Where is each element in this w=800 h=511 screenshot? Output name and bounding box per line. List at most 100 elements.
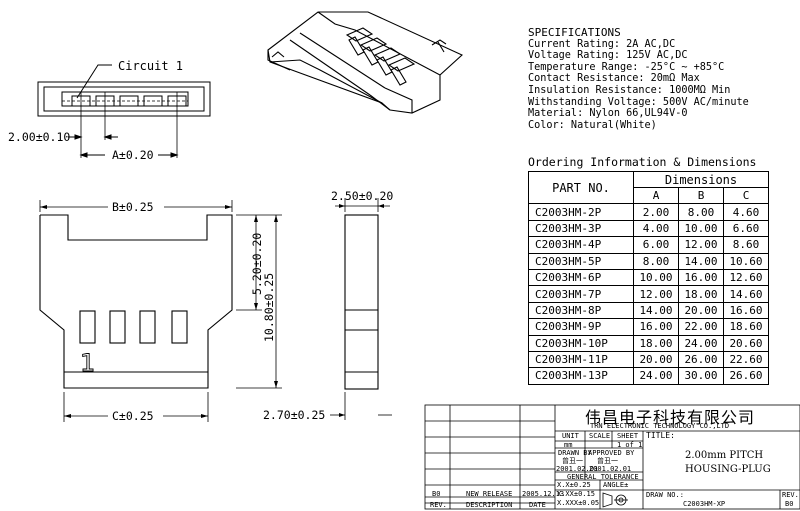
pin-one-marker: 1	[80, 349, 95, 377]
part-no-header: PART NO.	[528, 170, 634, 205]
part-number-cell: C2003HM-3P	[528, 219, 634, 238]
specifications-block: SPECIFICATIONS Current Rating: 2A AC,DC …	[528, 27, 749, 131]
col-c-header: C	[723, 186, 769, 205]
part-number-cell: C2003HM-6P	[528, 268, 634, 287]
rev-label: REV.	[782, 491, 799, 499]
part-number-cell: C2003HM-9P	[528, 318, 634, 336]
spec-line: Insulation Resistance: 1000MΩ Min	[528, 84, 731, 96]
rev-header-rev: REV.	[430, 501, 447, 509]
part-number-cell: C2003HM-5P	[528, 252, 634, 270]
dimension-cell: 14.60	[723, 285, 769, 303]
dim-pitch-label: 2.00±0.10	[8, 130, 70, 144]
dimension-cell: 22.00	[678, 318, 724, 336]
spec-line: Material: Nylon 66,UL94V-0	[528, 108, 688, 120]
dimension-cell: 8.00	[678, 203, 724, 221]
title-label: TITLE:	[646, 431, 675, 440]
dimension-cell: 20.00	[678, 301, 724, 320]
dim-5-20-label: 5.20±0.20	[250, 233, 264, 295]
drawn-by-name: 曾丑一	[562, 457, 583, 465]
dimension-cell: 18.00	[678, 285, 724, 303]
tolerance-label: GENERAL TOLERANCE	[567, 473, 639, 481]
dimension-cell: 18.00	[633, 334, 679, 352]
part-number-cell: C2003HM-4P	[528, 236, 634, 254]
part-number-cell: C2003HM-8P	[528, 301, 634, 320]
side-view	[330, 198, 392, 420]
draw-no-value: C2003HM-XP	[683, 500, 726, 508]
dimensions-header: Dimensions	[633, 171, 769, 188]
unit-label: UNIT	[562, 432, 579, 440]
tolerance-x: X.X±0.25	[557, 481, 591, 489]
spec-line: Contact Resistance: 20mΩ Max	[528, 73, 700, 85]
part-number-cell: C2003HM-11P	[528, 350, 634, 369]
spec-line: Withstanding Voltage: 500V AC/minute	[528, 96, 749, 108]
circuit-label: Circuit 1	[118, 59, 183, 73]
dim-a-label: A±0.20	[112, 148, 154, 162]
ordering-title: Ordering Information & Dimensions	[528, 155, 757, 169]
dimension-cell: 16.60	[723, 301, 769, 320]
part-number-cell: C2003HM-2P	[528, 203, 634, 221]
drawn-by-label: DRAWN BY	[558, 449, 592, 457]
isometric-view	[267, 11, 463, 114]
scale-label: SCALE	[589, 432, 611, 440]
dim-2-70-label: 2.70±0.25	[263, 408, 325, 422]
dim-b-label: B±0.25	[112, 200, 154, 214]
dimension-cell: 6.00	[633, 236, 679, 254]
drawing-title-line1: 2.00mm PITCH	[685, 450, 764, 461]
tolerance-xxx: X.XXX±0.05	[557, 499, 600, 507]
dimension-cell: 16.00	[678, 268, 724, 287]
unit-value: mm	[564, 441, 573, 449]
dimension-cell: 4.60	[723, 203, 769, 221]
dimension-cell: 8.60	[723, 236, 769, 254]
spec-line: Voltage Rating: 125V AC,DC	[528, 50, 688, 62]
dimension-cell: 4.00	[633, 219, 679, 238]
dimension-cell: 14.00	[633, 301, 679, 320]
approved-by-label: APPROVED BY	[588, 449, 635, 457]
dimension-cell: 24.00	[678, 334, 724, 352]
spec-line: Color: Natural(White)	[528, 119, 657, 131]
dimension-cell: 12.00	[633, 285, 679, 303]
dimension-cell: 12.60	[723, 268, 769, 287]
company-name-cn: 伟昌电子科技有限公司	[585, 408, 756, 427]
dimension-cell: 18.60	[723, 318, 769, 336]
dimension-cell: 20.00	[633, 350, 679, 369]
dimension-cell: 6.60	[723, 219, 769, 238]
drawing-title-line2: HOUSING-PLUG	[685, 464, 771, 475]
projection-symbol-icon	[602, 492, 628, 508]
approved-by-name: 曾丑一	[597, 457, 618, 465]
dimension-cell: 26.00	[678, 350, 724, 369]
rev-value: B0	[785, 500, 794, 508]
dimension-cell: 14.00	[678, 252, 724, 270]
angle-label: ANGLE±	[603, 481, 629, 489]
spec-line: Temperature Range: -25°C ~ +85°C	[528, 61, 725, 73]
tolerance-xx: X.XX±0.15	[557, 490, 595, 498]
col-a-header: A	[633, 186, 679, 205]
sheet-value: 1 of 1	[617, 441, 643, 449]
part-number-cell: C2003HM-13P	[528, 367, 634, 385]
rev-header-description: DESCRIPTION	[466, 501, 513, 509]
top-view	[37, 64, 211, 158]
dimension-cell: 16.00	[633, 318, 679, 336]
col-b-header: B	[678, 186, 724, 205]
dimension-cell: 10.60	[723, 252, 769, 270]
rev-row-date: 2005.12.13	[522, 490, 565, 498]
rev-header-date: DATE	[529, 501, 546, 509]
draw-no-label: DRAW NO.:	[646, 491, 684, 499]
approved-date: 2001.02.01	[589, 465, 632, 473]
dimension-cell: 12.00	[678, 236, 724, 254]
dimension-cell: 22.60	[723, 350, 769, 369]
dim-c-label: C±0.25	[112, 409, 154, 423]
spec-line: Current Rating: 2A AC,DC	[528, 38, 676, 50]
rev-row-description: NEW RELEASE	[466, 490, 513, 498]
front-view	[39, 200, 282, 422]
